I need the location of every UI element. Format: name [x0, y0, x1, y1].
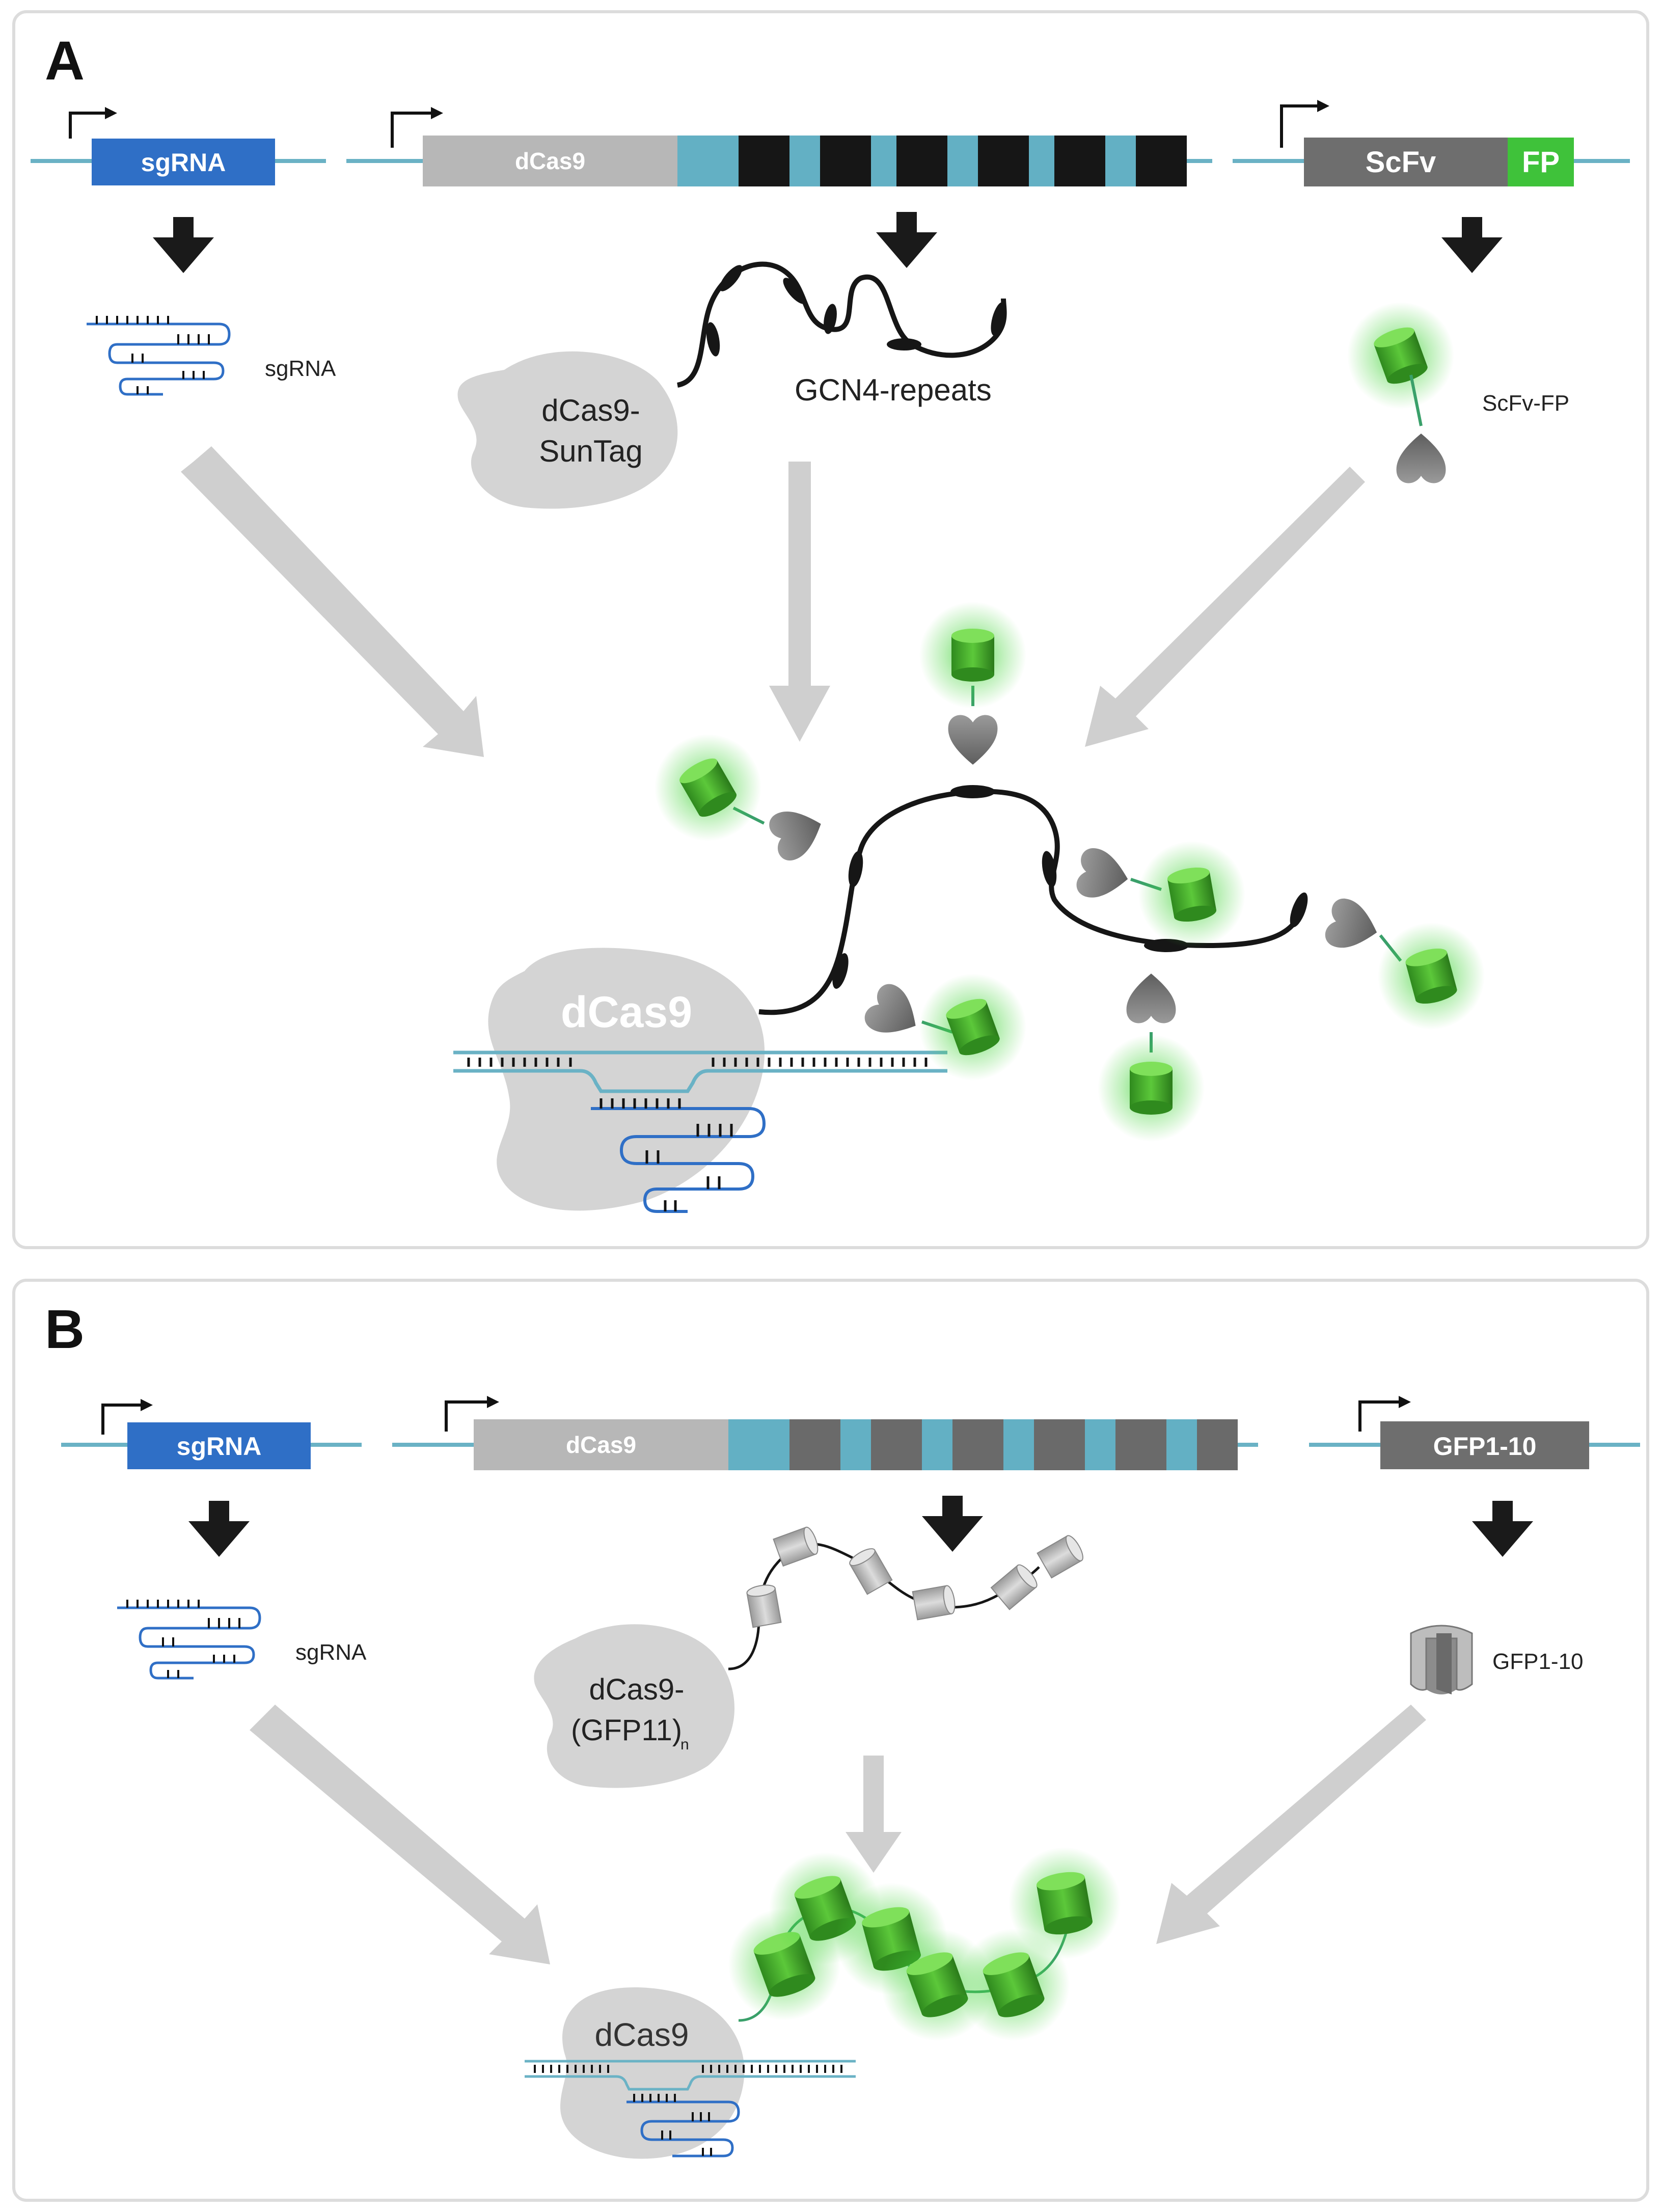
promoter-arrow-icon	[1358, 1400, 1406, 1432]
dcas9-gfp11-label-sub: n	[680, 1736, 689, 1753]
dcas9-blob	[488, 948, 765, 1211]
panel-b-letter: B	[45, 1298, 85, 1360]
gfp1-10-gene-box	[1380, 1421, 1589, 1469]
expression-arrows	[153, 212, 1503, 273]
panel-b: B	[12, 1279, 1649, 2202]
dcas9-gene-box-b	[474, 1419, 728, 1470]
sgrna-label: sgRNA	[265, 356, 336, 381]
bound-scfv-fp-2	[635, 714, 830, 865]
dcas9-gfp11-protein: dCas9- (GFP11) n	[534, 1525, 1087, 1788]
panel-a-diagram: sgRNA dCas9 ScFv FP	[31, 100, 1630, 1213]
gfp11-repeat-blocks	[728, 1419, 1238, 1470]
promoter-arrow-icon	[391, 112, 438, 148]
scfv-gene-box	[1304, 138, 1508, 186]
gcn4-repeat-blocks	[677, 136, 1187, 186]
promoter-arrow-icon	[69, 112, 112, 139]
bound-scfv-fp-5	[1322, 896, 1497, 1042]
panel-a: A	[12, 10, 1649, 1249]
dcas9-suntag-gene-construct: dCas9	[346, 107, 1212, 186]
dcas9-gfp11-label-line2: (GFP11)	[571, 1714, 682, 1747]
bound-sgrna-icon	[591, 1098, 766, 1213]
assembly-arrow-icon	[846, 1756, 902, 1873]
down-arrow-icon	[1472, 1501, 1533, 1557]
dcas9-gfp11-label-line1: dCas9-	[589, 1673, 685, 1706]
assembly-arrow-icon	[181, 446, 484, 757]
sgrna-gene-box	[127, 1422, 311, 1469]
dcas9-suntag-protein: dCas9- SunTag	[457, 261, 1007, 509]
dcas9-gene-box	[423, 136, 677, 186]
down-arrow-icon	[922, 1496, 983, 1552]
gfp1-10-gene-label: GFP1-10	[1433, 1432, 1537, 1461]
dcas9-gfp11-gene-construct: dCas9	[392, 1396, 1258, 1470]
scfv-gene-label: ScFv	[1366, 146, 1436, 179]
assembly-arrow-icon	[769, 462, 830, 742]
sgrna-gene-box	[92, 139, 275, 185]
target-dna-b	[525, 2060, 856, 2091]
bound-scfv-fp-4	[1074, 832, 1254, 957]
down-arrow-icon	[1441, 217, 1503, 273]
expression-arrows-b	[188, 1496, 1533, 1557]
down-arrow-icon	[153, 217, 214, 273]
complex-dcas9-label-b: dCas9	[595, 2016, 689, 2053]
sgrna-hairpin-icon-b	[117, 1600, 261, 1680]
scfv-fp-gene-construct: ScFv FP	[1233, 100, 1630, 186]
sgrna-gene-label: sgRNA	[141, 148, 226, 177]
bound-scfv-fp-3	[919, 602, 1026, 765]
gcn4-repeat-chain	[676, 261, 1007, 388]
dcas9-gfp-complex: dCas9	[525, 1837, 1130, 2159]
dcas9-blob-b	[560, 1987, 745, 2159]
down-arrow-icon	[188, 1501, 250, 1557]
panel-a-letter: A	[45, 30, 85, 91]
complex-dcas9-label: dCas9	[561, 988, 692, 1037]
gfp1-10-label: GFP1-10	[1492, 1649, 1584, 1674]
promoter-arrow-icon	[101, 1404, 148, 1435]
assembly-arrow-icon	[250, 1705, 550, 1964]
assembly-arrows-b	[250, 1705, 1426, 1964]
bound-scfv-fp-1	[860, 958, 1042, 1096]
scfv-fp-protein	[1332, 287, 1469, 483]
assembly-arrow-icon	[1085, 467, 1365, 747]
dcas9-suntag-label-line2: SunTag	[539, 434, 643, 468]
gfp1-10-barrel-icon	[1410, 1625, 1473, 1694]
sgrna-gene-label-b: sgRNA	[177, 1432, 262, 1461]
scfv-fp-label: ScFv-FP	[1482, 391, 1569, 416]
dcas9-gene-label-b: dCas9	[566, 1432, 636, 1458]
dcas9-gene-label: dCas9	[515, 148, 585, 174]
fp-gene-box	[1508, 138, 1574, 186]
bound-sgrna-icon-b	[626, 2094, 740, 2157]
gfp1-10-gene-construct: GFP1-10	[1309, 1396, 1640, 1469]
dcas9-suntag-label-line1: dCas9-	[541, 393, 640, 427]
assembly-arrow-icon	[1156, 1705, 1426, 1944]
down-arrow-icon	[876, 212, 937, 268]
promoter-arrow-icon	[445, 1400, 494, 1432]
sgrna-hairpin-icon	[87, 316, 231, 396]
assembly-arrows	[181, 446, 1365, 757]
sgrna-gene-construct: sgRNA	[31, 107, 326, 185]
sgrna-gene-construct-b: sgRNA	[61, 1399, 362, 1469]
panel-b-diagram: sgRNA dCas9 GFP1-10	[61, 1396, 1640, 2159]
promoter-arrow-icon	[1280, 104, 1324, 148]
dcas9-suntag-complex: dCas9	[453, 602, 1497, 1213]
sgrna-label-b: sgRNA	[295, 1640, 367, 1665]
gcn4-repeats-label: GCN4-repeats	[795, 373, 992, 407]
fp-gene-label: FP	[1522, 146, 1560, 179]
target-dna	[453, 1050, 947, 1093]
bound-scfv-fp-6	[1098, 974, 1205, 1142]
